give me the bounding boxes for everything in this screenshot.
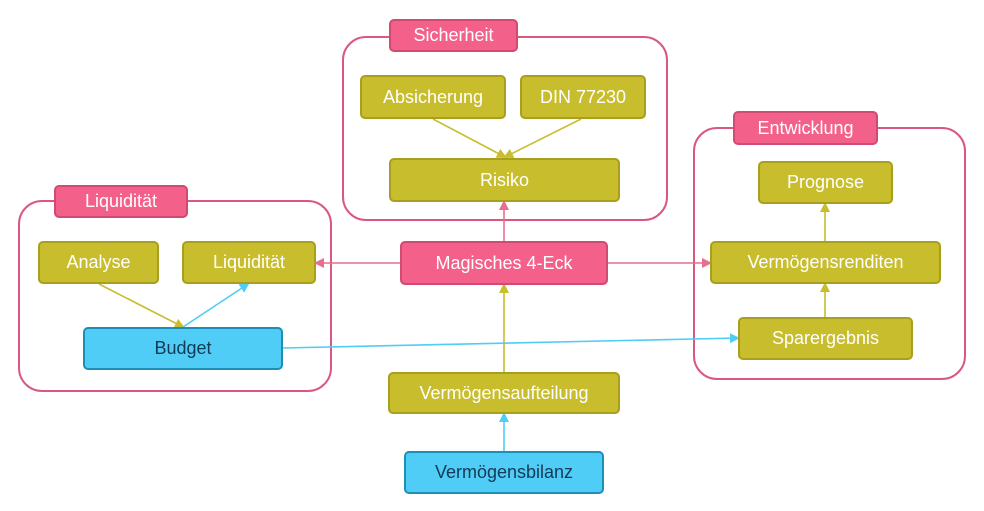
- node-absicherung[interactable]: Absicherung: [360, 75, 506, 119]
- node-risiko[interactable]: Risiko: [389, 158, 620, 202]
- node-liquiditaet[interactable]: Liquidität: [182, 241, 316, 284]
- node-vermoegensbilanz[interactable]: Vermögensbilanz: [404, 451, 604, 494]
- edge-din-risiko: [503, 118, 582, 158]
- group-label-entwicklung: Entwicklung: [733, 111, 878, 145]
- edge-budget-sparergebnis: [282, 333, 740, 349]
- node-analyse[interactable]: Analyse: [38, 241, 159, 284]
- node-budget[interactable]: Budget: [83, 327, 283, 370]
- node-sparergebnis[interactable]: Sparergebnis: [738, 317, 913, 360]
- node-vermoegensrenditen[interactable]: Vermögensrenditen: [710, 241, 941, 284]
- edge-budget-liquiditaet: [182, 282, 250, 328]
- node-magisches-4-eck[interactable]: Magisches 4-Eck: [400, 241, 608, 285]
- edge-analyse-budget: [98, 283, 185, 328]
- node-vermoegensaufteilung[interactable]: Vermögensaufteilung: [388, 372, 620, 414]
- node-din-77230[interactable]: DIN 77230: [520, 75, 646, 119]
- node-prognose[interactable]: Prognose: [758, 161, 893, 204]
- group-label-liquiditaet: Liquidität: [54, 185, 188, 218]
- group-label-sicherheit: Sicherheit: [389, 19, 518, 52]
- edge-absicherung-risiko: [432, 118, 507, 158]
